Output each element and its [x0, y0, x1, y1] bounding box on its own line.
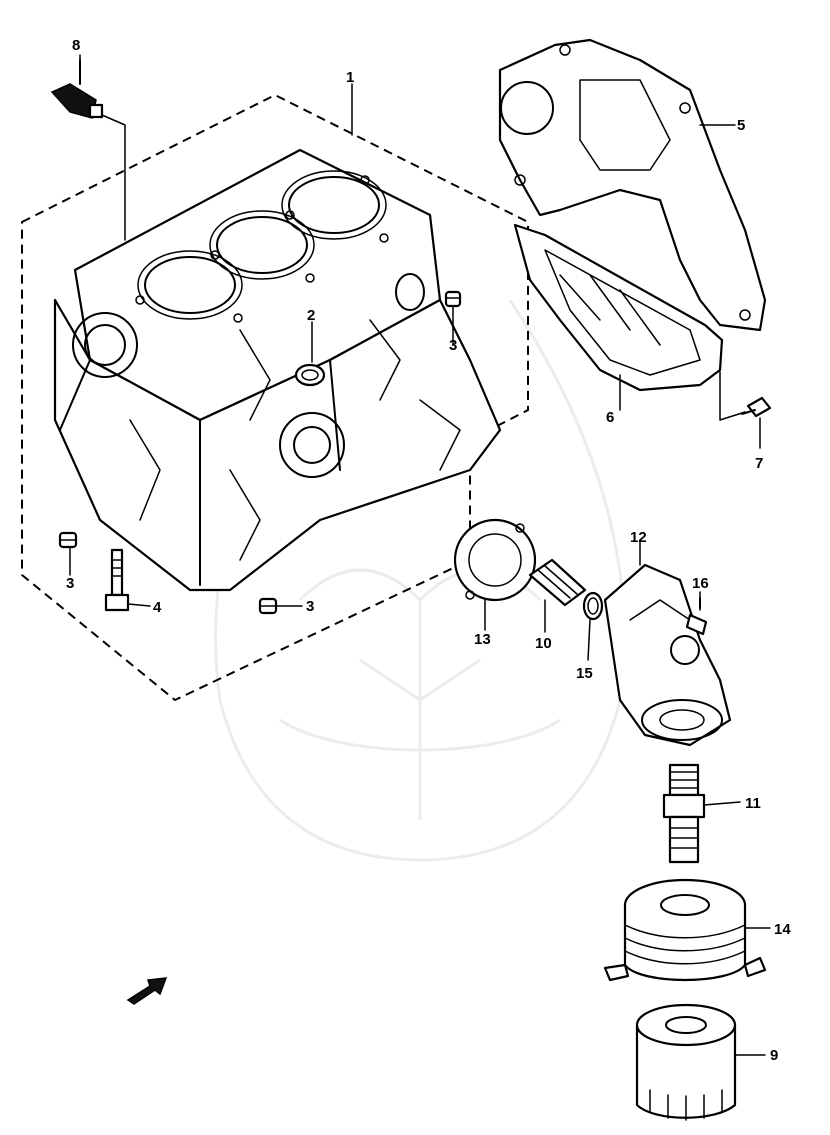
direction-arrow-icon	[126, 977, 168, 1005]
callout-16: 16	[692, 575, 709, 592]
part-12-oil-filter-stand	[603, 563, 732, 747]
part-3-plug-a	[444, 290, 462, 308]
callout-1: 1	[346, 69, 354, 86]
callout-4: 4	[153, 599, 162, 616]
cylinder-block	[53, 148, 502, 592]
part-14-oil-cooler	[603, 878, 767, 982]
part-3-plug-c	[258, 597, 278, 615]
callout-labels: 1 2 3 3 3 4 5 6 7 8 9 10 11 12 13 14 15 …	[66, 37, 791, 1064]
part-15-o-ring	[582, 591, 604, 621]
part-6-gasket	[513, 223, 724, 392]
callout-5: 5	[737, 117, 745, 134]
callout-3-b: 3	[66, 575, 74, 592]
callout-3-a: 3	[449, 337, 457, 354]
leader-lines	[69, 54, 771, 1056]
callout-11: 11	[745, 795, 761, 812]
part-2-seal	[294, 363, 326, 387]
part-11-fitting	[662, 763, 706, 864]
callout-14: 14	[774, 921, 791, 938]
callout-12: 12	[630, 529, 647, 546]
callout-8: 8	[72, 37, 80, 54]
callout-6: 6	[606, 409, 614, 426]
callout-7: 7	[755, 455, 763, 472]
part-7-leader	[719, 371, 746, 421]
callout-13: 13	[474, 631, 491, 648]
callout-2: 2	[307, 307, 315, 324]
callout-15: 15	[576, 665, 593, 682]
part-8-oil-pressure-switch	[50, 59, 104, 119]
part-5-gasket	[498, 38, 767, 332]
callout-10: 10	[535, 635, 552, 652]
cylinder-block-boundary	[21, 93, 529, 702]
callout-9: 9	[770, 1047, 778, 1064]
part-7-bolt	[741, 396, 772, 418]
part-10-union-bolt	[528, 558, 587, 607]
part-3-plug-b	[58, 531, 78, 549]
part-16-bolt	[685, 597, 708, 636]
callout-3-c: 3	[306, 598, 314, 615]
part-13-gasket	[453, 518, 537, 602]
part-9-oil-filter	[635, 1003, 737, 1121]
part-4-stud-bolt	[104, 548, 130, 612]
